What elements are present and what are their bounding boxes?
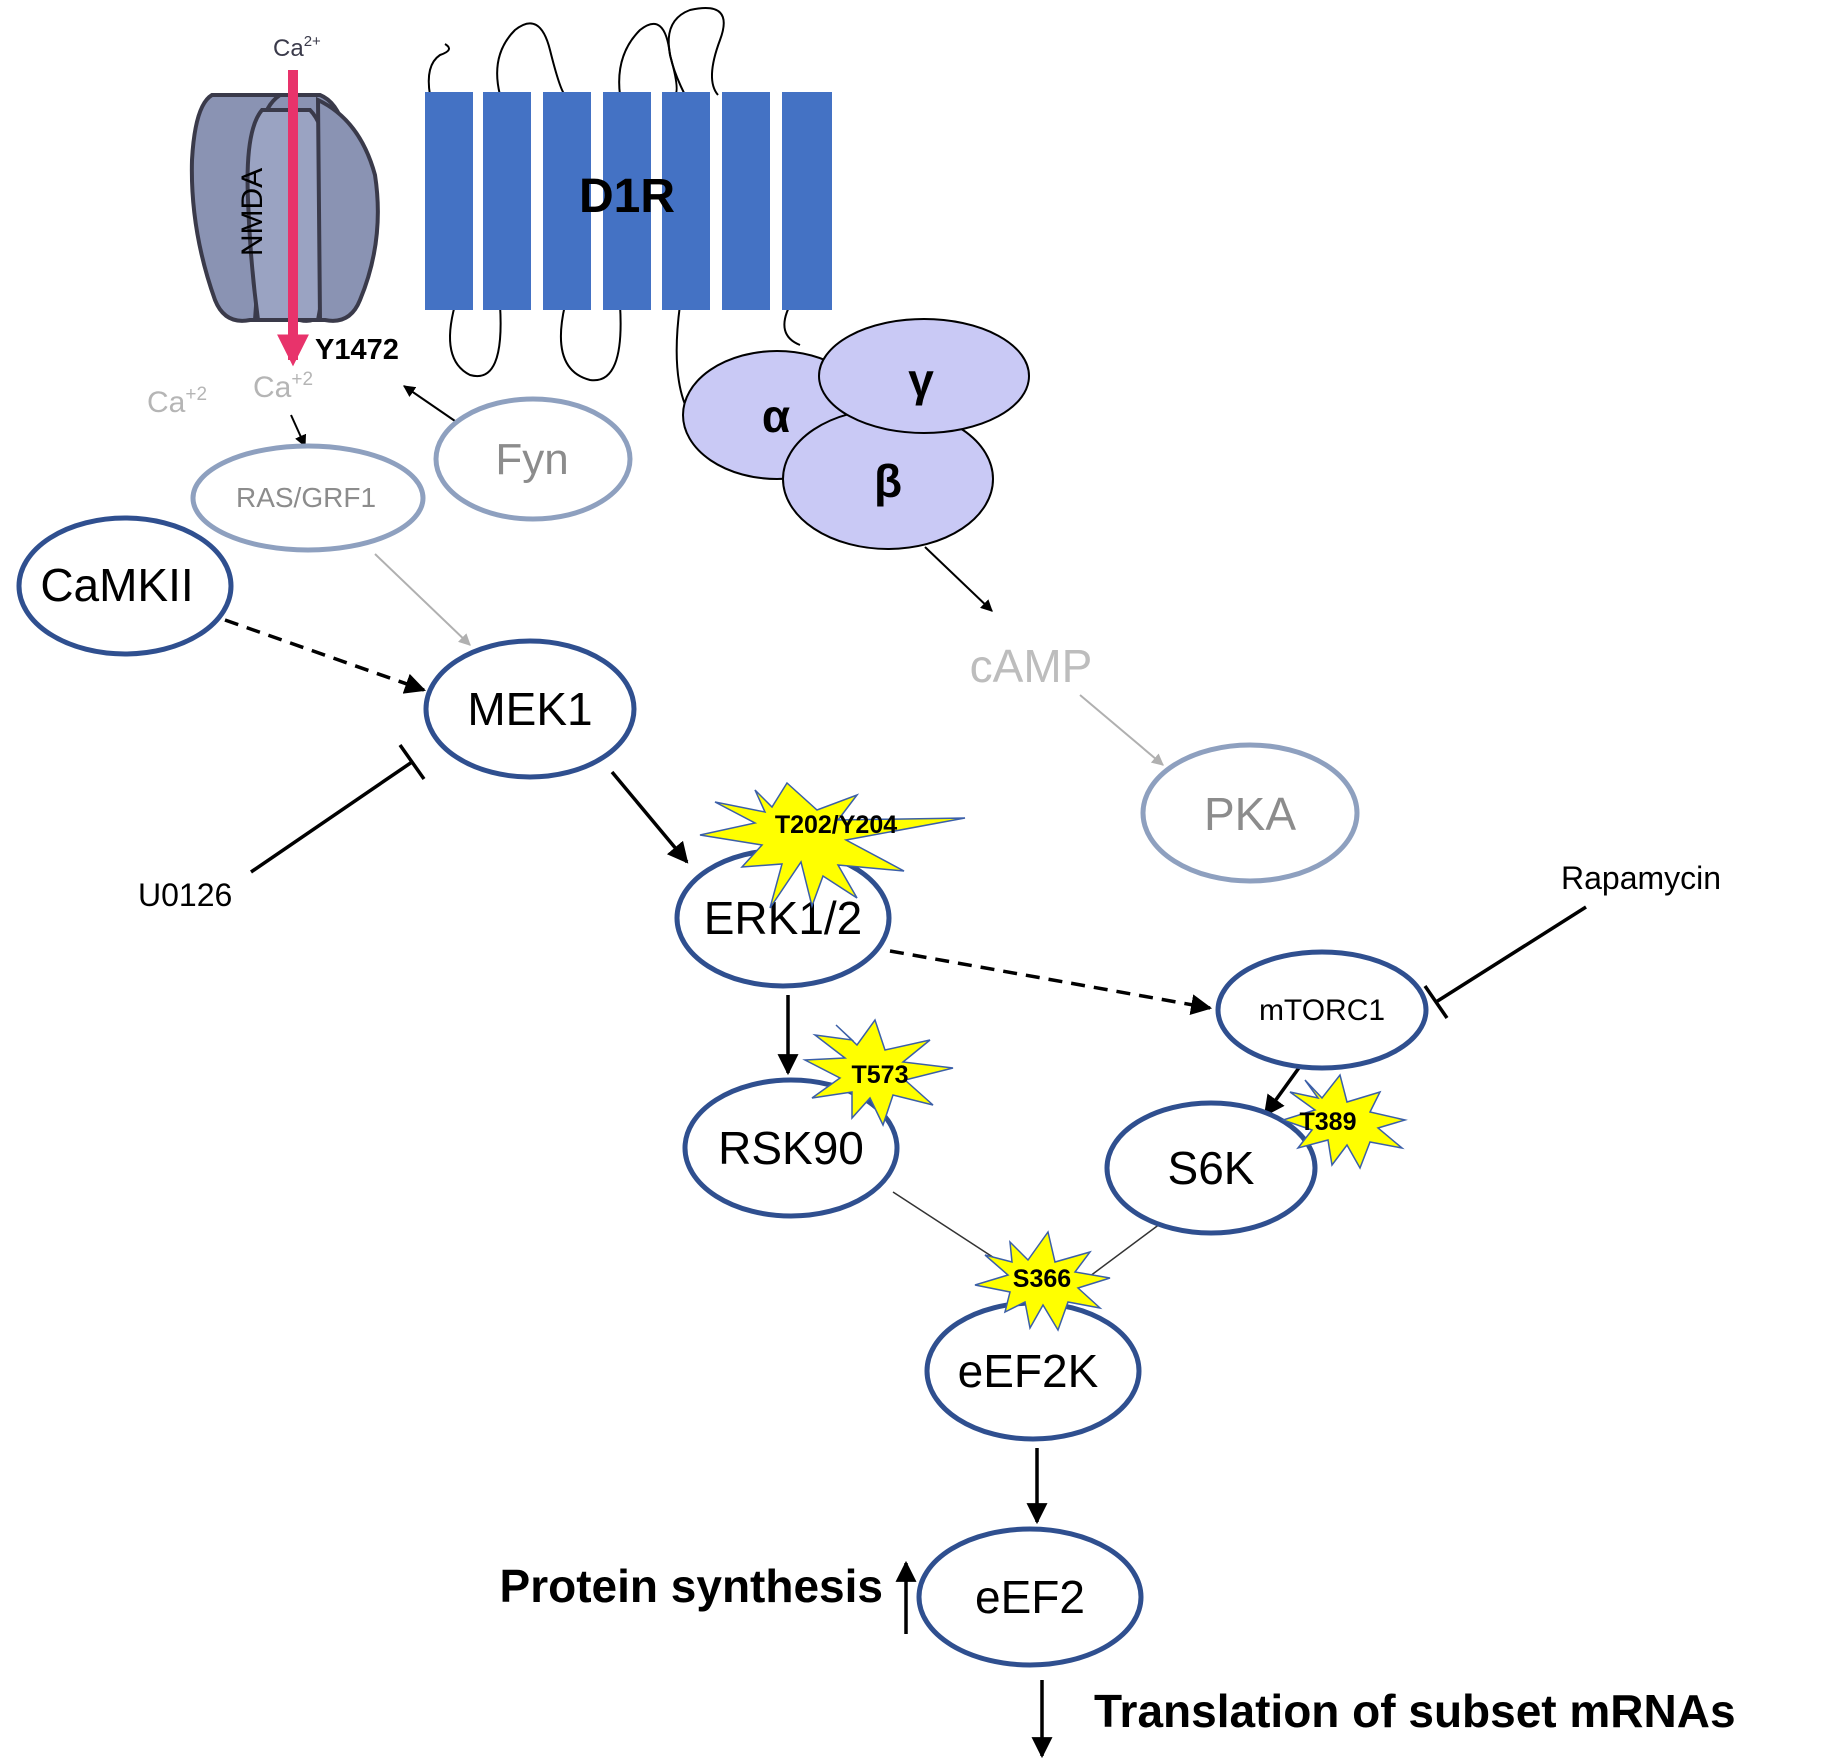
node-ras-grf1: RAS/GRF1 <box>190 443 426 553</box>
node-mek1: MEK1 <box>423 638 637 780</box>
node-mtorc1: mTORC1 <box>1215 949 1429 1071</box>
connectors <box>224 385 1587 1759</box>
node-pka: PKA <box>1140 742 1360 884</box>
d1r-label: D1R <box>579 170 675 223</box>
mtorc1-label: mTORC1 <box>1259 994 1385 1027</box>
s6k-to-eef2k-line <box>1077 1217 1169 1286</box>
mtorc1-to-s6k-arrow <box>1263 1063 1303 1117</box>
d1r-helix-3 <box>543 92 591 310</box>
burst-s6k-site: T389 <box>1280 1073 1408 1170</box>
g-beta-label: β <box>874 455 902 507</box>
node-fyn: Fyn <box>433 396 633 522</box>
d1r-helix-1 <box>425 92 473 310</box>
ca-to-ras-arrow <box>290 414 307 448</box>
d1r-helix-7 <box>782 92 832 310</box>
node-s6k: S6K <box>1104 1100 1318 1236</box>
ras-grf1-label: RAS/GRF1 <box>236 482 376 513</box>
ras-to-mek1-arrow <box>374 553 471 646</box>
nmda-label: NMDA <box>236 168 269 256</box>
camp-label: cAMP <box>970 640 1093 692</box>
g-gamma-subunit <box>818 318 1030 434</box>
d1r-helix-2 <box>483 92 531 310</box>
camkii-label: CaMKII <box>40 559 193 611</box>
node-eef2k: eEF2K <box>924 1300 1142 1442</box>
protein-synthesis-label: Protein synthesis <box>500 1560 883 1612</box>
y1472-label: Y1472 <box>315 334 399 366</box>
g-alpha-label: α <box>762 390 790 442</box>
rapamycin-label: Rapamycin <box>1561 860 1721 896</box>
d1r-receptor: D1R <box>425 7 832 416</box>
eef2-label: eEF2 <box>975 1571 1085 1623</box>
node-eef2: eEF2 <box>916 1526 1144 1668</box>
u0126-inhibition-bar <box>398 743 426 781</box>
camp-to-pka-arrow <box>1079 694 1164 766</box>
translation-label: Translation of subset mRNAs <box>1094 1685 1736 1737</box>
erk-label: ERK1/2 <box>704 892 863 944</box>
nmda-receptor: NMDA Ca2+ <box>189 33 380 367</box>
mek1-label: MEK1 <box>467 683 592 735</box>
ca-left-label: Ca+2 <box>147 384 207 419</box>
node-camkii: CaMKII <box>16 515 234 657</box>
gbeta-to-camp-arrow <box>924 546 993 612</box>
burst-eef2k-site: S366 <box>974 1230 1111 1332</box>
u0126-label: U0126 <box>138 877 232 913</box>
d1r-helix-4 <box>603 92 651 310</box>
d1r-helix-5 <box>662 92 710 310</box>
d1r-helix-6 <box>722 92 770 310</box>
erk-to-mtorc1-arrow <box>889 949 1213 1016</box>
eef2k-site-label: S366 <box>1013 1265 1071 1293</box>
u0126-to-mek1-inhibition <box>250 760 413 874</box>
fyn-to-y1472-arrow <box>403 385 456 422</box>
rsk-site-label: T573 <box>852 1061 909 1089</box>
burst-rsk-site: T573 <box>802 1018 954 1127</box>
rapamycin-to-mtorc1-inhibition <box>1435 905 1587 1004</box>
s6k-site-label: T389 <box>1300 1108 1357 1136</box>
burst-erk-site: T202/Y204 <box>699 781 966 909</box>
rsk90-label: RSK90 <box>718 1122 864 1174</box>
pka-label: PKA <box>1204 788 1296 840</box>
ca-top-label: Ca2+ <box>273 33 321 62</box>
node-rsk90: RSK90 <box>682 1077 900 1219</box>
g-protein-complex: α β γ <box>682 318 1030 550</box>
camkii-to-mek1-arrow <box>224 618 426 694</box>
ca-right-label: Ca+2 <box>253 369 313 404</box>
fyn-label: Fyn <box>495 435 568 484</box>
s6k-label: S6K <box>1168 1142 1255 1194</box>
mek1-to-erk-arrow <box>610 770 689 864</box>
rapamycin-inhibition-bar <box>1423 985 1449 1019</box>
rsk90-to-eef2k-line <box>892 1191 1006 1266</box>
g-gamma-label: γ <box>908 354 934 406</box>
erk-site-label: T202/Y204 <box>775 811 897 839</box>
eef2k-label: eEF2K <box>958 1345 1099 1397</box>
